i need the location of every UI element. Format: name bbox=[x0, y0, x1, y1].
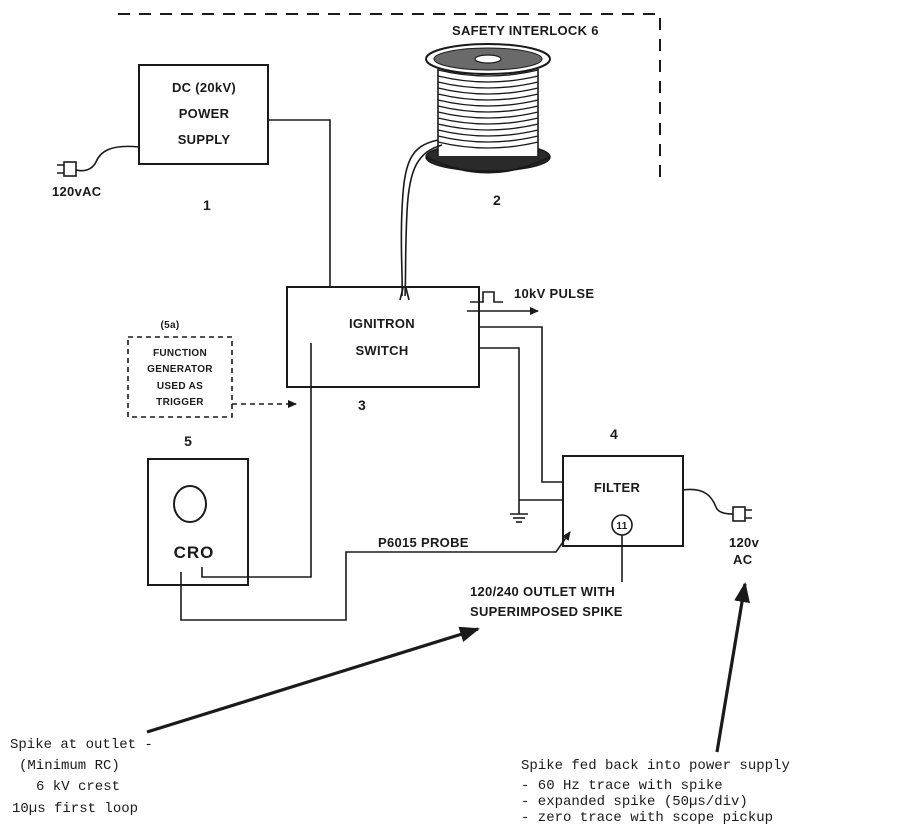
right-note-item-2: - expanded spike (50µs/div) bbox=[521, 794, 748, 810]
supply-to-ignitron-wire bbox=[268, 119, 331, 287]
right-note-item-1: - 60 Hz trace with spike bbox=[521, 778, 723, 794]
filter-plug-icon bbox=[682, 488, 752, 522]
outlet-spike-arrow bbox=[146, 626, 480, 734]
function-generator: (5a) FUNCTION GENERATOR USED AS TRIGGER bbox=[127, 320, 233, 418]
power-supply-line-1: DC (20kV) bbox=[172, 80, 236, 95]
safety-interlock-label: SAFETY INTERLOCK 6 bbox=[452, 23, 599, 38]
power-supply-line-3: SUPPLY bbox=[178, 132, 231, 147]
filter: 4 FILTER 11 bbox=[562, 426, 684, 547]
ground-icon bbox=[510, 500, 528, 523]
pulse-icon bbox=[467, 291, 539, 315]
cro-number: 5 bbox=[184, 433, 192, 449]
ac-plug-icon bbox=[57, 145, 140, 177]
left-note-line-3: 6 kV crest bbox=[36, 779, 120, 795]
right-note-title: Spike fed back into power supply bbox=[521, 758, 790, 774]
function-generator-line-2: GENERATOR bbox=[147, 364, 213, 375]
power-supply-line-2: POWER bbox=[179, 106, 230, 121]
ignitron-line-1: IGNITRON bbox=[349, 316, 415, 331]
power-supply-input-label: 120vAC bbox=[52, 184, 102, 199]
left-note-line-1: Spike at outlet - bbox=[10, 737, 153, 753]
coil-number: 2 bbox=[493, 192, 501, 208]
outlet-spike-note: Spike at outlet - (Minimum RC) 6 kV cres… bbox=[10, 737, 153, 817]
cro-label: CRO bbox=[174, 543, 215, 562]
cro-oscilloscope: 5 CRO bbox=[147, 433, 249, 586]
coil-leads bbox=[399, 139, 443, 301]
ignitron-switch: IGNITRON SWITCH 3 bbox=[286, 286, 480, 413]
safety-interlock-boundary: SAFETY INTERLOCK 6 bbox=[118, 13, 661, 178]
ignitron-to-filter-wire-2 bbox=[479, 347, 563, 501]
function-generator-line-1: FUNCTION bbox=[153, 348, 207, 359]
pulse-label: 10kV PULSE bbox=[514, 286, 594, 301]
coil-icon bbox=[425, 43, 551, 174]
cro-to-ignitron-wire bbox=[201, 343, 312, 578]
left-note-line-2: (Minimum RC) bbox=[19, 758, 120, 774]
outlet-glyph: 11 bbox=[616, 521, 627, 532]
ignitron-line-2: SWITCH bbox=[355, 343, 408, 358]
filter-output-line-2: AC bbox=[733, 552, 753, 567]
ignitron-to-filter-wire-1 bbox=[479, 326, 563, 483]
function-generator-number: (5a) bbox=[161, 320, 180, 331]
power-supply-number: 1 bbox=[203, 197, 211, 213]
filter-number: 4 bbox=[610, 426, 618, 442]
probe-wire bbox=[180, 531, 571, 621]
filter-output-line-1: 120v bbox=[729, 535, 760, 550]
outlet-label-line-1: 120/240 OUTLET WITH bbox=[470, 584, 615, 599]
left-note-line-4: 10µs first loop bbox=[12, 801, 138, 817]
power-supply: DC (20kV) POWER SUPPLY 1 bbox=[138, 64, 269, 213]
outlet-label-line-2: SUPERIMPOSED SPIKE bbox=[470, 604, 623, 619]
ignitron-number: 3 bbox=[358, 397, 366, 413]
feedback-spike-note: Spike fed back into power supply - 60 Hz… bbox=[521, 758, 790, 826]
probe-label: P6015 PROBE bbox=[378, 535, 469, 550]
function-generator-line-3: USED AS bbox=[157, 381, 203, 392]
feedback-spike-arrow bbox=[715, 582, 750, 753]
cro-screen-icon bbox=[173, 485, 207, 523]
filter-label: FILTER bbox=[594, 480, 641, 495]
right-note-item-3: - zero trace with scope pickup bbox=[521, 810, 773, 826]
function-generator-line-4: TRIGGER bbox=[156, 397, 204, 408]
